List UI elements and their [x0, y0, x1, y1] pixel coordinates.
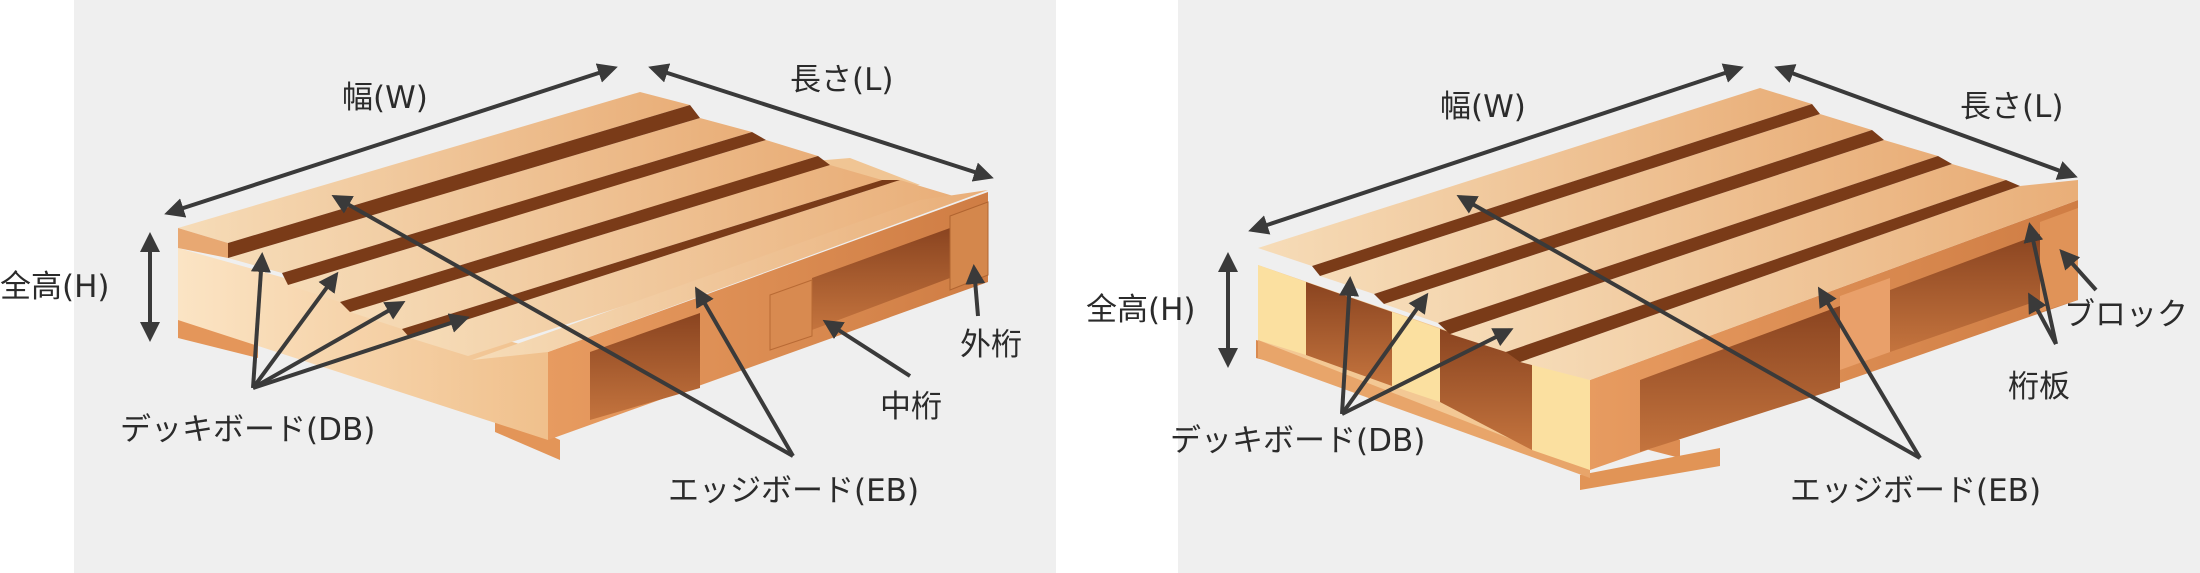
stringer-pallet [178, 92, 989, 460]
deck-board-label-right: デッキボード(DB) [1170, 423, 1426, 459]
stringer-board-label: 桁板 [2008, 369, 2070, 405]
middle-stringer-end [769, 279, 813, 351]
deck-gap-front [1306, 282, 1392, 386]
block-label: ブロック [2064, 297, 2188, 333]
length-label-left: 長さ(L) [790, 62, 894, 98]
fork-opening-r2 [1890, 234, 2040, 352]
fork-opening-1 [590, 313, 700, 420]
edge-board-front [178, 228, 228, 258]
fork-opening-r1 [1640, 306, 1840, 452]
outer-stringer-end [949, 201, 989, 291]
length-label-right: 長さ(L) [1960, 89, 2064, 125]
block-end-3 [2040, 208, 2078, 312]
edge-board-label-right: エッジボード(EB) [1790, 473, 2042, 509]
bottom-board-r3 [1580, 448, 1720, 490]
width-label-right: 幅(W) [1440, 89, 1526, 125]
fork-opening-2 [812, 228, 950, 330]
bottom-board-left [178, 318, 258, 358]
length-arrow-right [1774, 64, 2078, 180]
width-arrow-left [164, 63, 618, 218]
left-leader-lines [250, 195, 986, 458]
right-leader-lines [1339, 195, 2098, 460]
height-label-left: 全高(H) [0, 269, 110, 305]
block-front-1 [1258, 265, 1306, 355]
outer-stringer-label: 外桁 [960, 327, 1022, 363]
width-label-left: 幅(W) [342, 80, 428, 116]
height-label-right: 全高(H) [1086, 292, 1196, 328]
block-front-2 [1392, 312, 1440, 402]
middle-stringer-label: 中桁 [880, 389, 942, 425]
bottom-deck-front [1258, 338, 1590, 478]
deck-board-label-left: デッキボード(DB) [120, 412, 376, 448]
length-arrow-left [648, 63, 994, 182]
block-front-3 [1532, 360, 1590, 470]
deck-gap-front-2 [1440, 329, 1532, 450]
outer-stringer-front [178, 248, 548, 440]
width-arrow-right [1248, 63, 1744, 235]
edge-board-label-left: エッジボード(EB) [668, 473, 920, 509]
